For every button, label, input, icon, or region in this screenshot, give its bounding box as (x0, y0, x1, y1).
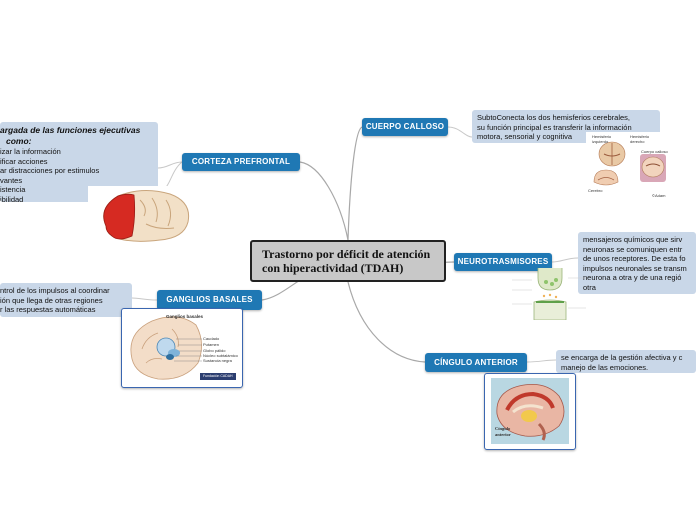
connector-cingulo-anterior (347, 281, 426, 363)
subconnector-cingulo (526, 359, 557, 363)
subconnector-neurotrasmisores (551, 257, 579, 263)
topic-ganglios-basales[interactable]: GANGLIOS BASALES (157, 290, 262, 310)
note-neurotrasmisores[interactable]: mensajeros químicos que sirv neuronas se… (578, 232, 696, 294)
ganglios-part-label: Sustancia negra (203, 358, 232, 363)
corpus-callosum-image: Hemisferio izquierdo Hemisferio derecho … (586, 132, 672, 198)
note-line: impulsos neuronales se transm (583, 263, 687, 273)
ganglios-part-label: Putamen (203, 342, 220, 347)
ganglios-brand: Fundación CADAH (203, 374, 233, 378)
topic-cuerpo-calloso-label: CUERPO CALLOSO (365, 122, 445, 131)
note-line: r las respuestas automáticas (0, 305, 96, 314)
topic-corteza-prefrontal-label: CORTEZA PREFRONTAL (191, 157, 291, 166)
connector-cuerpo-calloso (347, 126, 363, 241)
subconnector-ganglios-basales (131, 297, 158, 301)
connector-ganglios-basales (261, 279, 301, 301)
connector-corteza-prefrontal (299, 161, 349, 241)
note-line: mensajeros químicos que sirv (583, 235, 683, 244)
prefrontal-cortex-image (88, 186, 198, 244)
central-title-line1: Trastorno por déficit de atención (262, 247, 431, 261)
ganglios-image-title: Ganglios basales (166, 314, 204, 319)
note-line: de unos receptores. De esta fo (583, 254, 686, 263)
topic-ganglios-basales-label: GANGLIOS BASALES (166, 295, 253, 304)
note-ganglios-basales[interactable]: ntrol de los impulsos al coordinar ión q… (0, 283, 132, 317)
note-item: ar distracciones por estimulos (0, 166, 100, 175)
note-title: como: (6, 136, 32, 146)
callosum-label: Hemisferio (592, 134, 612, 139)
note-line: otra (583, 282, 596, 292)
callosum-label: Cuerpo calloso (641, 149, 668, 154)
topic-neurotrasmisores[interactable]: NEUROTRASMISORES (454, 253, 552, 271)
topic-neurotrasmisores-label: NEUROTRASMISORES (457, 257, 549, 266)
central-topic[interactable]: Trastorno por déficit de atención con hi… (250, 240, 446, 282)
cingulo-image-label: anterior (495, 432, 511, 437)
ganglios-part-label: Globo pálido (203, 348, 226, 353)
topic-cuerpo-calloso[interactable]: CUERPO CALLOSO (362, 118, 448, 136)
note-line: ntrol de los impulsos al coordinar (0, 286, 110, 295)
note-item: vantes (0, 175, 23, 185)
note-line: neuronas se comuniquen entr (583, 244, 683, 254)
note-item: ibilidad (0, 194, 24, 203)
callosum-credit: ©Adam (652, 193, 666, 198)
callosum-label: derecho (630, 139, 645, 144)
note-title: argada de las funciones ejecutivas (0, 125, 141, 135)
ganglios-part-label: Caudado (203, 336, 220, 341)
subconnector-cuerpo-calloso (447, 126, 473, 138)
synapse-image (508, 268, 590, 321)
basal-ganglia-image: Ganglios basales Caudado Putamen Globo p… (121, 308, 243, 388)
anterior-cingulate-image: Cíngulo anterior (484, 373, 576, 450)
note-line: se encarga de la gestión afectiva y c (561, 353, 683, 362)
note-line: motora, sensorial y cognitiva (477, 132, 573, 141)
note-line: manejo de las emociones. (561, 362, 649, 372)
topic-corteza-prefrontal[interactable]: CORTEZA PREFRONTAL (182, 153, 300, 171)
ganglios-part-label: Núcleo subtalámico (203, 353, 238, 358)
note-item: izar la información (0, 147, 61, 156)
callosum-label: Cerebro (588, 188, 603, 193)
subconnector-corteza-prefrontal (157, 161, 183, 169)
note-line: neurona a otra y de una regió (583, 273, 682, 282)
topic-cingulo-anterior-label: CÍNGULO ANTERIOR (434, 358, 518, 367)
callosum-label: Hemisferio (630, 134, 650, 139)
note-line: su función principal es transferir la in… (477, 122, 632, 132)
note-line: ión que llega de otras regiones (0, 295, 103, 305)
callosum-label: izquierdo (592, 139, 609, 144)
note-item: istencia (0, 185, 26, 194)
topic-cingulo-anterior[interactable]: CÍNGULO ANTERIOR (425, 353, 527, 372)
note-item: ificar acciones (0, 156, 48, 166)
central-title-line2: con hiperactividad (TDAH) (262, 261, 404, 275)
note-cingulo-anterior[interactable]: se encarga de la gestión afectiva y c ma… (556, 350, 696, 373)
note-line: SubtoConecta los dos hemisferios cerebra… (477, 113, 630, 122)
cingulo-image-label: Cíngulo (495, 426, 511, 431)
